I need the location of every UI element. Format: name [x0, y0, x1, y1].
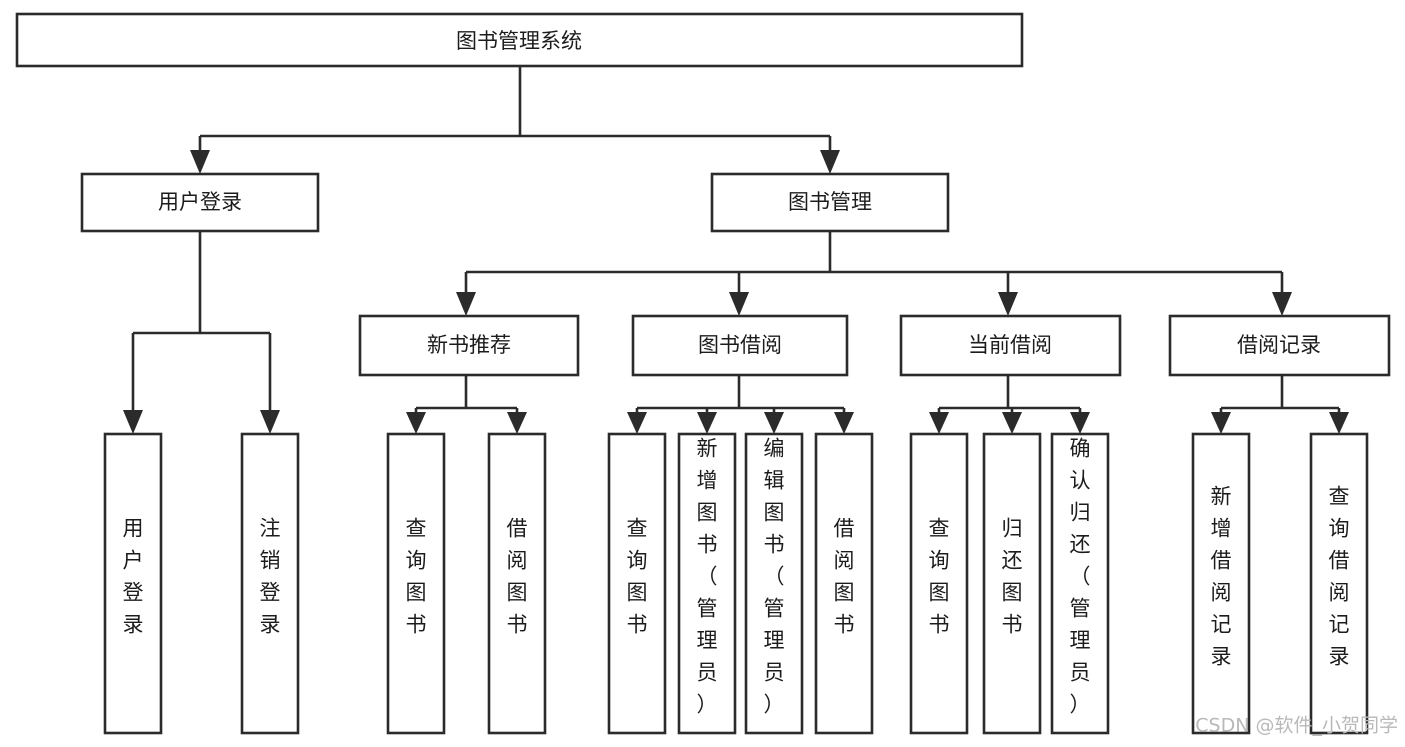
leaf-node-box[interactable] — [386, 432, 446, 735]
arrowhead-leaf-query-book-3 — [929, 412, 949, 434]
leaf-node-label: 新增图书（管理员） — [697, 437, 718, 717]
leaf-node-box[interactable] — [814, 432, 874, 735]
leaf-node-leaf-query-book-2[interactable]: 查询图书 — [607, 432, 667, 735]
leaf-node-leaf-add-borrow-record[interactable]: 新增借阅记录 — [1191, 432, 1251, 735]
arrowhead-current-borrow — [998, 292, 1018, 316]
leaf-node-box[interactable] — [1191, 432, 1251, 735]
arrowhead-leaf-query-borrow-record — [1329, 412, 1349, 434]
leaf-node-box[interactable] — [744, 432, 804, 735]
node-new-book-recommend-label: 新书推荐 — [427, 333, 511, 357]
node-user-login-label: 用户登录 — [158, 190, 242, 214]
node-borrow-record-box[interactable] — [1168, 314, 1391, 377]
leaf-node-box[interactable] — [103, 432, 163, 735]
leaf-node-label: 编辑图书（管理员） — [764, 437, 785, 717]
leaf-node-leaf-query-book-1[interactable]: 查询图书 — [386, 432, 446, 735]
arrowhead-leaf-borrow-book-1 — [507, 412, 527, 434]
leaf-node-label: 确认归还（管理员） — [1070, 437, 1091, 717]
arrowhead-leaf-query-book-2 — [627, 412, 647, 434]
leaf-node-label: 查询图书 — [929, 517, 950, 637]
leaf-node-label: 查询借阅记录 — [1329, 485, 1350, 669]
arrowhead-leaf-edit-book-admin — [764, 412, 784, 434]
leaf-node-label: 查询图书 — [406, 517, 427, 637]
node-current-borrow-label: 当前借阅 — [968, 333, 1052, 357]
leaf-node-leaf-query-book-3[interactable]: 查询图书 — [909, 432, 969, 735]
node-borrow-record[interactable]: 借阅记录 — [1168, 314, 1391, 377]
connector-layer — [123, 66, 1349, 434]
node-new-book-recommend[interactable]: 新书推荐 — [358, 314, 580, 377]
arrowhead-book-manage — [820, 150, 840, 174]
arrowhead-book-borrow — [729, 292, 749, 316]
arrowhead-borrow-record — [1272, 292, 1292, 316]
arrowhead-leaf-confirm-return-admin — [1070, 412, 1090, 434]
leaf-node-leaf-confirm-return-admin[interactable]: 确认归还（管理员） — [1050, 432, 1110, 735]
arrowhead-leaf-user-login — [123, 410, 143, 434]
leaf-node-leaf-user-login[interactable]: 用户登录 — [103, 432, 163, 735]
leaf-node-leaf-return-book[interactable]: 归还图书 — [982, 432, 1042, 735]
arrowhead-new-book-recommend — [456, 292, 476, 316]
node-current-borrow-box[interactable] — [899, 314, 1122, 377]
leaf-node-box[interactable] — [240, 432, 300, 735]
node-book-manage-box[interactable] — [710, 172, 950, 233]
leaf-node-label: 新增借阅记录 — [1211, 485, 1232, 669]
node-current-borrow[interactable]: 当前借阅 — [899, 314, 1122, 377]
node-book-borrow-label: 图书借阅 — [698, 333, 782, 357]
arrowhead-leaf-query-book-1 — [406, 412, 426, 434]
leaf-node-label: 注销登录 — [260, 517, 281, 637]
node-book-manage-label: 图书管理 — [788, 190, 872, 214]
watermark-label: CSDN @软件_小贺同学 — [1195, 715, 1398, 737]
leaf-node-leaf-add-book-admin[interactable]: 新增图书（管理员） — [677, 432, 737, 735]
leaf-node-leaf-query-borrow-record[interactable]: 查询借阅记录 — [1309, 432, 1369, 735]
arrowhead-leaf-logout — [260, 410, 280, 434]
leaf-node-label: 归还图书 — [1002, 517, 1023, 637]
arrowhead-leaf-add-book-admin — [697, 412, 717, 434]
node-book-borrow[interactable]: 图书借阅 — [631, 314, 849, 377]
arrowhead-leaf-return-book — [1002, 412, 1022, 434]
node-root-box[interactable] — [15, 12, 1024, 68]
arrowhead-leaf-add-borrow-record — [1211, 412, 1231, 434]
leaf-node-box[interactable] — [487, 432, 547, 735]
leaf-node-box[interactable] — [607, 432, 667, 735]
arrowhead-user-login — [190, 150, 210, 174]
leaf-node-label: 用户登录 — [123, 517, 144, 637]
leaf-node-box[interactable] — [982, 432, 1042, 735]
node-root-label: 图书管理系统 — [456, 29, 582, 53]
leaf-node-leaf-borrow-book-2[interactable]: 借阅图书 — [814, 432, 874, 735]
leaf-node-box[interactable] — [677, 432, 737, 735]
node-new-book-recommend-box[interactable] — [358, 314, 580, 377]
node-user-login-box[interactable] — [80, 172, 320, 233]
node-root[interactable]: 图书管理系统 — [15, 12, 1024, 68]
leaf-node-label: 借阅图书 — [507, 517, 528, 637]
leaf-node-box[interactable] — [1050, 432, 1110, 735]
leaf-node-label: 借阅图书 — [834, 517, 855, 637]
leaf-node-layer: 用户登录 注销登录 查询图书 借阅图书 查询图书 新增图书（管理员） 编辑图书（管理员） 借阅… — [103, 432, 1369, 735]
leaf-node-box[interactable] — [1309, 432, 1369, 735]
node-user-login[interactable]: 用户登录 — [80, 172, 320, 233]
leaf-node-label: 查询图书 — [627, 517, 648, 637]
leaf-node-box[interactable] — [909, 432, 969, 735]
node-book-manage[interactable]: 图书管理 — [710, 172, 950, 233]
leaf-node-leaf-edit-book-admin[interactable]: 编辑图书（管理员） — [744, 432, 804, 735]
node-borrow-record-label: 借阅记录 — [1237, 333, 1321, 357]
arrowhead-leaf-borrow-book-2 — [834, 412, 854, 434]
leaf-node-leaf-borrow-book-1[interactable]: 借阅图书 — [487, 432, 547, 735]
leaf-node-leaf-logout[interactable]: 注销登录 — [240, 432, 300, 735]
node-book-borrow-box[interactable] — [631, 314, 849, 377]
